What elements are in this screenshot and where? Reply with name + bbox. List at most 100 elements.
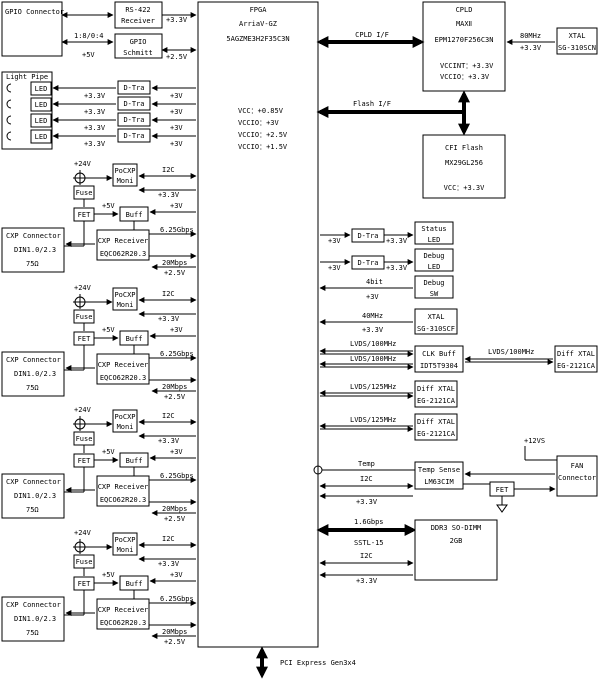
buff-label: Buff — [126, 335, 143, 343]
ddr3-section: 1.6Gbps SSTL-15 I2C +3.3V DDR3 SO-DIMM 2… — [316, 518, 498, 585]
lp-3v-2: +3V — [170, 108, 183, 116]
diff-xtal-125b-0: Diff XTAL — [417, 418, 455, 426]
cxp-25v: +2.5V — [164, 515, 186, 523]
status-dtra: D-Tra — [357, 232, 378, 240]
cxp-24v: +24V — [74, 529, 92, 537]
cxp-connector-label: CXP Connector — [6, 232, 61, 240]
cxp-gbps: 6.25Gbps — [160, 472, 194, 480]
flash-power: VCC：+3.3V — [444, 184, 486, 192]
cxp-33v: +3.3V — [158, 560, 180, 568]
fet-label: FET — [78, 580, 91, 588]
cxp-channel-3: +24V Fuse FET +5V CXP Connector DIN1.0/2… — [1, 406, 197, 523]
flash-if-label: Flash I/F — [353, 100, 391, 108]
status-led-0: Status — [421, 225, 446, 233]
cxp-25v: +2.5V — [164, 269, 186, 277]
fpga-family: ArriaV-GZ — [239, 20, 277, 28]
lp-3v-4: +3V — [170, 140, 183, 148]
debug-led-0: Debug — [423, 252, 444, 260]
diff-xtal-100-0: Diff XTAL — [557, 350, 595, 358]
receiver-label-1: EQCO62R20.3 — [100, 250, 146, 258]
ddr-gbps: 1.6Gbps — [354, 518, 384, 526]
clk-lvds-3: LVDS/100MHz — [488, 348, 534, 356]
gpio-ratio: 1:8/0:4 — [74, 32, 104, 40]
schmitt-label-1: Schmitt — [123, 49, 153, 57]
fpga-power-3: VCCIO：+1.5V — [238, 143, 288, 151]
cpld-power-0: VCCINT：+3.3V — [440, 62, 494, 70]
fuse-label: Fuse — [76, 313, 93, 321]
diff-xtal-125b-1: EG-2121CA — [417, 430, 456, 438]
diff-xtal-100-1: EG-2121CA — [557, 362, 596, 370]
led-label-4: LED — [35, 133, 48, 141]
poc-label-0: PoCXP — [114, 413, 135, 421]
buff-label: Buff — [126, 580, 143, 588]
cxp-5v: +5V — [102, 448, 115, 456]
status-led-1: LED — [428, 236, 441, 244]
fpga-block: FPGA ArriaV-GZ 5AGZME3H2F35C3N VCC：+0.85… — [197, 1, 319, 648]
cxp-33v: +3.3V — [158, 437, 180, 445]
temp-sense-1: LM63CIM — [424, 478, 454, 486]
cxp-din: DIN1.0/2.3 — [14, 246, 56, 254]
dtra-label-4: D-Tra — [123, 132, 144, 140]
cxp-i2c: I2C — [162, 535, 175, 543]
receiver-label-0: CXP Receiver — [98, 361, 149, 369]
cxp-ohm: 75Ω — [26, 506, 39, 514]
poc-label-1: Moni — [117, 177, 134, 185]
diff-xtal-125-b: LVDS/125MHz Diff XTAL EG-2121CA — [319, 413, 458, 441]
fuse-label: Fuse — [76, 189, 93, 197]
diff-xtal-125a-0: Diff XTAL — [417, 385, 455, 393]
cxp-24v: +24V — [74, 284, 92, 292]
cxp-gbps: 6.25Gbps — [160, 226, 194, 234]
cxp-mbps: 20Mbps — [162, 628, 187, 636]
cpld-power-1: VCCIO：+3.3V — [440, 73, 490, 81]
debug-4bit: 4bit — [366, 278, 383, 286]
flash-title: CFI Flash — [445, 144, 483, 152]
cxp-channel-4: +24V Fuse FET +5V CXP Connector DIN1.0/2… — [1, 529, 197, 646]
fan-0: FAN — [571, 462, 584, 470]
cxp-25v: +2.5V — [164, 393, 186, 401]
fet-label: FET — [78, 457, 91, 465]
xtal40-section: 40MHz +3.3V XTAL SG-310SCF — [319, 308, 458, 335]
cpld-xtal-1: SG-310SCN — [558, 44, 596, 52]
clk-lvds-1: LVDS/100MHz — [350, 340, 396, 348]
cxp-mbps: 20Mbps — [162, 383, 187, 391]
cxp-33v: +3.3V — [158, 191, 180, 199]
cxp-3v: +3V — [170, 571, 183, 579]
cpld-family: MAXⅡ — [456, 20, 472, 28]
lightpipe-title: Light Pipe — [6, 73, 48, 81]
cxp-i2c: I2C — [162, 412, 175, 420]
lp-33v-4: +3.3V — [84, 140, 106, 148]
cxp-i2c: I2C — [162, 290, 175, 298]
dtra-label-2: D-Tra — [123, 100, 144, 108]
xtal40-0: XTAL — [428, 313, 445, 321]
clk-lvds-2: LVDS/100MHz — [350, 355, 396, 363]
lp-3v-3: +3V — [170, 124, 183, 132]
debug-led-1: LED — [428, 263, 441, 271]
cpld-section: CPLD MAXⅡ EPM1270F256C3N VCCINT：+3.3V VC… — [316, 1, 598, 92]
status-33v: +3.3V — [386, 237, 408, 245]
poc-label-0: PoCXP — [114, 291, 135, 299]
poc-label-1: Moni — [117, 546, 134, 554]
cxp-connector-label: CXP Connector — [6, 601, 61, 609]
poc-label-1: Moni — [117, 423, 134, 431]
lp-33v-1: +3.3V — [84, 92, 106, 100]
temp-sense-0: Temp Sense — [418, 466, 460, 474]
xtal40-33v: +3.3V — [362, 326, 384, 334]
pcie-label: PCI Express Gen3x4 — [280, 659, 356, 667]
fan-fet: FET — [496, 486, 509, 494]
poc-label-0: PoCXP — [114, 536, 135, 544]
ddr-1: 2GB — [450, 537, 463, 545]
cxp-ohm: 75Ω — [26, 384, 39, 392]
cxp-din: DIN1.0/2.3 — [14, 492, 56, 500]
debug-33v: +3.3V — [386, 264, 408, 272]
cpld-xtal-freq: 80MHz — [520, 32, 541, 40]
fpga-title: FPGA — [250, 6, 268, 14]
gpio-section: GPIO Connector RS-422 Receiver GPIO Schm… — [1, 1, 197, 61]
cxp-25v: +2.5V — [164, 638, 186, 646]
schmitt-label-0: GPIO — [130, 38, 147, 46]
ddr-33v: +3.3V — [356, 577, 378, 585]
debug-led-section: D-Tra +3V +3.3V Debug LED — [320, 248, 454, 272]
fpga-part: 5AGZME3H2F35C3N — [226, 35, 289, 43]
cpld-if-label: CPLD I/F — [355, 31, 389, 39]
fpga-power-2: VCCIO：+2.5V — [238, 131, 288, 139]
